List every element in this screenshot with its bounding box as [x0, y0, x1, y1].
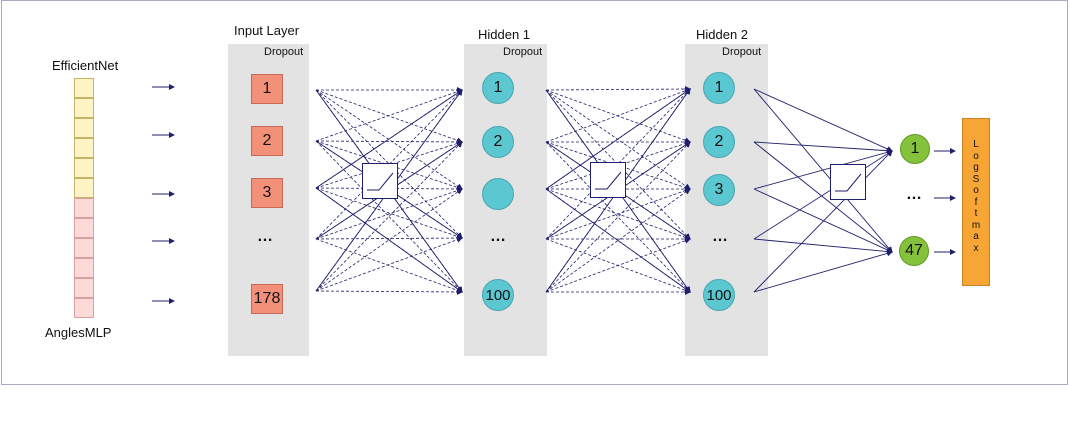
embedding-cell — [74, 78, 94, 98]
dropout-connection — [315, 185, 463, 192]
hidden2-ellipsis: … — [712, 228, 729, 245]
output-connection — [753, 150, 893, 293]
input-node-1: 1 — [251, 74, 283, 104]
dropout-connection — [315, 140, 463, 293]
hidden2-node-1: 1 — [703, 72, 735, 104]
dropout-connection — [315, 89, 463, 190]
hidden2-title: Hidden 2 — [696, 27, 749, 42]
hidden1-node-100: 100 — [482, 279, 514, 311]
dropout-connection — [545, 237, 691, 293]
output-connection — [753, 150, 893, 240]
dropout-connection — [545, 187, 691, 240]
dropout-connection — [315, 288, 463, 295]
hidden1-node-1: 1 — [482, 72, 514, 104]
active-connection — [545, 188, 691, 293]
output-connection — [753, 141, 893, 154]
embedding-cell — [74, 298, 94, 318]
embedding-cell — [74, 218, 94, 238]
output-ellipsis: … — [906, 186, 923, 203]
input-ellipsis: … — [257, 228, 274, 245]
embedding-cell — [74, 118, 94, 138]
dropout-connection — [315, 187, 463, 240]
active-connection — [315, 89, 463, 189]
logsoftmax-letter: t — [974, 208, 978, 219]
input-node-3: 3 — [251, 178, 283, 208]
dropout-connection — [315, 89, 463, 144]
hidden1-node-2: 2 — [482, 126, 514, 158]
relu-activation-icon — [830, 164, 866, 200]
input-node-2: 2 — [251, 126, 283, 156]
logsoftmax-letter: g — [973, 162, 979, 173]
logsoftmax-letter: m — [971, 219, 981, 231]
input-dropout-label: Dropout — [264, 46, 304, 58]
input-node-178: 178 — [251, 284, 283, 314]
dropout-connection — [315, 235, 463, 242]
output-connection — [753, 149, 893, 190]
embedding-cell — [74, 138, 94, 158]
logsoftmax-letter: L — [973, 139, 979, 150]
hidden2-node-2: 2 — [703, 126, 735, 158]
logsoftmax-letter: f — [974, 196, 978, 208]
output-connection — [753, 88, 893, 253]
dropout-connection — [545, 87, 691, 143]
embedding-cell — [74, 158, 94, 178]
dropout-connection — [315, 187, 463, 240]
efficientnet-label: EfficientNet — [52, 58, 119, 73]
active-connection — [315, 187, 463, 293]
logsoftmax-letter: S — [972, 173, 980, 185]
dropout-connection — [545, 188, 691, 293]
output-connection — [753, 238, 893, 255]
hidden1-dropout-label: Dropout — [503, 46, 543, 58]
relu-activation-icon — [590, 162, 626, 198]
hidden1-node-3 — [482, 178, 514, 210]
anglesmlp-label: AnglesMLP — [45, 325, 112, 340]
output-node-47: 47 — [899, 236, 929, 266]
output-node-1: 1 — [900, 134, 930, 164]
dropout-connection — [315, 238, 463, 294]
relu-activation-icon — [362, 163, 398, 199]
input-layer-title: Input Layer — [234, 23, 300, 38]
embedding-cell — [74, 278, 94, 298]
logsoftmax-letter: x — [973, 242, 979, 254]
output-connection — [753, 250, 893, 293]
embedding-cell — [74, 98, 94, 118]
hidden1-title: Hidden 1 — [478, 27, 531, 42]
logsoftmax-letter: a — [973, 231, 979, 242]
hidden1-ellipsis: … — [490, 228, 507, 245]
embedding-cell — [74, 178, 94, 198]
active-connection — [545, 88, 691, 190]
embedding-cell — [74, 198, 94, 218]
embedding-cell — [74, 258, 94, 278]
dropout-connection — [315, 88, 463, 142]
dropout-connection — [545, 86, 691, 93]
dropout-connection — [315, 138, 463, 145]
dropout-connection — [545, 89, 691, 144]
embedding-cell — [74, 238, 94, 258]
hidden2-node-100: 100 — [703, 279, 735, 311]
dropout-connection — [545, 89, 691, 240]
output-connection — [753, 141, 893, 253]
hidden2-node-3: 3 — [703, 174, 735, 206]
logsoftmax-letter: o — [973, 185, 979, 196]
hidden2-dropout-label: Dropout — [722, 46, 762, 58]
diagram-frame — [1, 0, 1068, 385]
output-connection — [753, 188, 893, 253]
output-connection — [753, 88, 893, 152]
logsoftmax-letter: o — [973, 150, 979, 162]
dropout-connection — [315, 236, 463, 292]
